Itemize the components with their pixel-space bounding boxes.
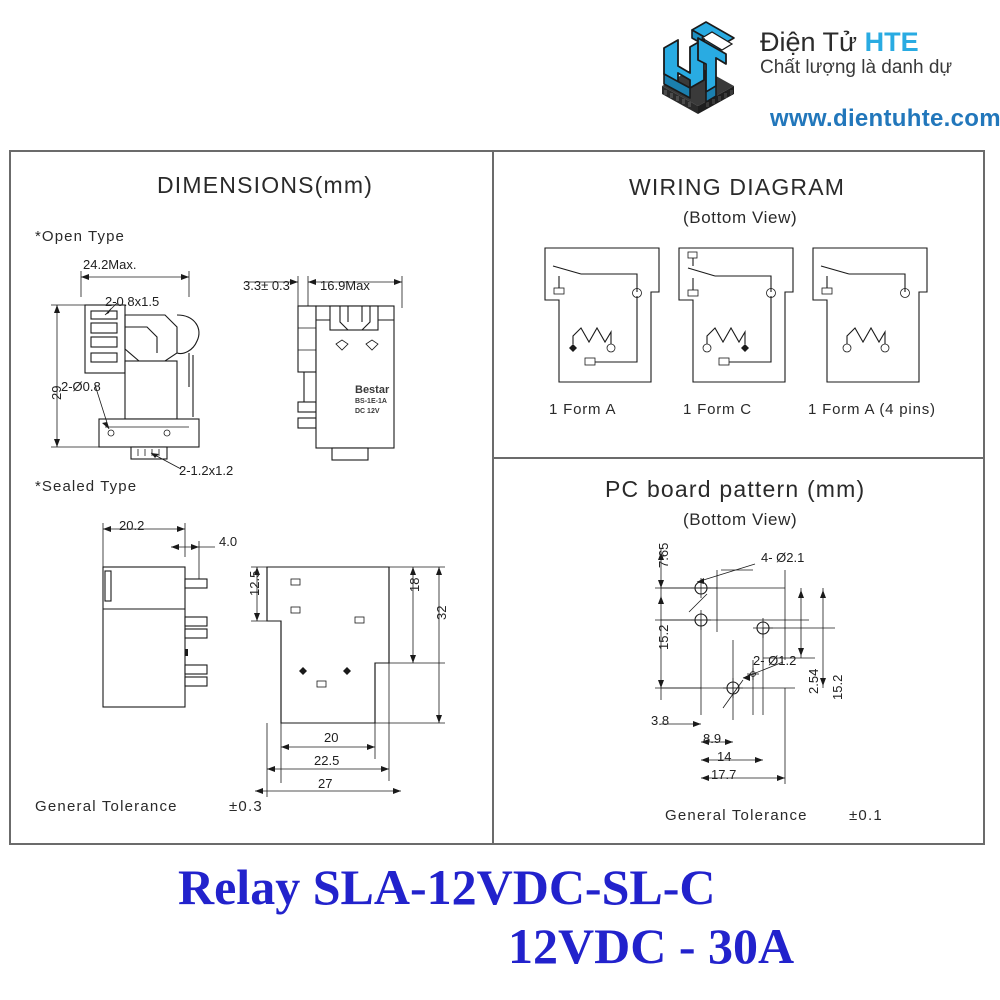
wiring-label-form-a: 1 Form A (549, 401, 617, 418)
product-title-line-2: 12VDC - 30A (508, 918, 795, 974)
wiring-panel-title: WIRING DIAGRAM (629, 174, 846, 200)
wiring-label-form-a-4pins: 1 Form A (4 pins) (808, 401, 936, 418)
dim-sealed-pin-offset: 4.0 (219, 534, 238, 549)
panel-vertical-divider (492, 152, 494, 843)
wiring-label-form-c: 1 Form C (683, 401, 752, 418)
pcb-pattern-drawing (605, 540, 925, 790)
pcb-dim-x14: 14 (717, 749, 732, 764)
pcb-dim-small-holes: 2- Ø1.2 (753, 653, 797, 668)
case-brand: Bestar (355, 384, 390, 396)
product-title-line-1: Relay SLA-12VDC-SL-C (178, 859, 716, 915)
wiring-diagram-form-a-4pins (807, 244, 937, 392)
pcb-tolerance-value: ±0.1 (849, 807, 883, 824)
dim-terminal-a: 2-0.8x1.5 (105, 294, 160, 309)
pcb-dim-x177: 17.7 (711, 767, 737, 782)
wiring-diagram-form-a (539, 244, 669, 392)
pcb-dim-pitch: 2.54 (806, 668, 821, 694)
dim-side-width: 16.9Max (320, 278, 370, 293)
open-type-side-view-drawing (236, 260, 421, 475)
pcb-dim-left-span: 15.2 (656, 624, 671, 650)
wiring-panel-subtitle: (Bottom View) (683, 208, 798, 227)
pcb-dim-right-span: 15.2 (830, 674, 845, 700)
product-title-block: Relay SLA-12VDC-SL-C 12VDC - 30A (0, 858, 1000, 976)
brand-accent: HTE (864, 27, 919, 57)
dim-side-gap: 3.3± 0.3 (243, 278, 290, 293)
pcb-dim-x38: 3.8 (651, 713, 670, 728)
brand-logo-block: Điện Tử HTE Chất lượng là danh dự www.di… (642, 6, 1000, 136)
sealed-type-label: *Sealed Type (35, 478, 138, 495)
brand-prefix: Điện Tử (760, 27, 865, 57)
case-model: BS-1E-1A (355, 398, 387, 405)
pcb-tolerance-label: General Tolerance (665, 807, 808, 824)
page-header: Điện Tử HTE Chất lượng là danh dự www.di… (0, 0, 1000, 148)
sealed-type-side-view-drawing (81, 507, 281, 797)
dim-sealed-width: 20.2 (119, 518, 145, 533)
pcb-dim-top-offset: 7.65 (656, 542, 671, 568)
dim-sealed-mid-width: 22.5 (314, 753, 340, 768)
dimensions-tolerance-label: General Tolerance (35, 798, 178, 815)
open-type-front-view-drawing (39, 257, 269, 477)
case-print-block: Bestar BS-1E-1A DC 12V (355, 384, 389, 415)
datasheet-drawing-frame: DIMENSIONS(mm) *Open Type (9, 150, 985, 845)
wiring-diagram-form-c (673, 244, 803, 392)
dim-sealed-total-height: 32 (434, 605, 449, 620)
dim-hole-dia: 2-Ø0.8 (61, 379, 101, 394)
open-type-label: *Open Type (35, 228, 125, 245)
dim-sealed-inner-height: 18 (407, 577, 422, 592)
dim-sealed-inner-width: 20 (324, 730, 339, 745)
dim-terminal-b: 2-1.2x1.2 (179, 463, 234, 478)
brand-tagline: Chất lượng là danh dự (760, 57, 953, 79)
brand-name-line: Điện Tử HTE (760, 28, 982, 56)
pcb-panel-subtitle: (Bottom View) (683, 510, 798, 529)
dimensions-tolerance-value: ±0.3 (229, 798, 263, 815)
brand-website-url[interactable]: www.dientuhte.com (770, 105, 1000, 132)
panel-horizontal-divider (492, 457, 983, 459)
pcb-dim-big-holes: 4- Ø2.1 (761, 550, 805, 565)
dimensions-panel-title: DIMENSIONS(mm) (157, 172, 374, 198)
sealed-type-bottom-view-drawing (233, 547, 468, 812)
dim-sealed-top-step: 12.5 (247, 570, 262, 596)
dim-sealed-outer-width: 27 (318, 776, 333, 791)
dim-open-width: 24.2Max. (83, 257, 137, 272)
pcb-panel-title: PC board pattern (mm) (605, 476, 866, 502)
pcb-dim-x89: 8.9 (703, 731, 722, 746)
case-rating: DC 12V (355, 408, 380, 415)
hte-isometric-logo-icon (642, 8, 754, 120)
brand-text: Điện Tử HTE Chất lượng là danh dự (760, 28, 982, 79)
